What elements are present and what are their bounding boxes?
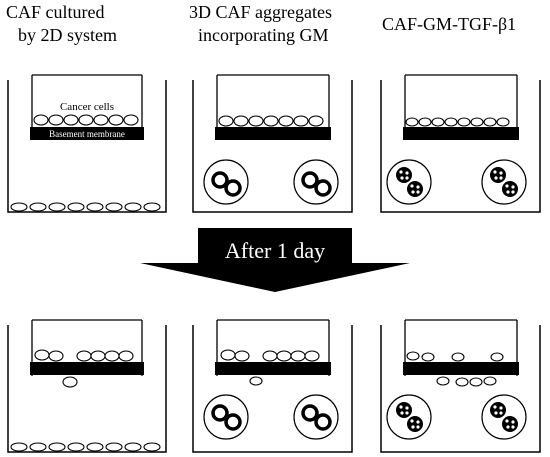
basement-membrane: [30, 362, 144, 375]
caf-monolayer: [10, 202, 161, 212]
basement-membrane: [30, 127, 144, 140]
outer-well: [7, 80, 167, 213]
outer-well: [192, 80, 353, 213]
cancer-cells: [405, 117, 510, 127]
outer-well: [380, 80, 541, 213]
caf-aggregate-left: [203, 159, 249, 205]
caf-gm-tgf-aggregate-left: [386, 394, 432, 440]
caf-gm-tgf-aggregate-right: [481, 159, 527, 205]
time-arrow: After 1 day: [140, 228, 410, 292]
well-top-tgf: [380, 74, 541, 213]
outer-well: [380, 325, 541, 453]
basement-membrane-label: Basement membrane: [49, 129, 125, 139]
caf-aggregate-right: [293, 159, 339, 205]
caf-aggregate-left: [203, 394, 249, 440]
caf-gm-tgf-aggregate-right: [481, 394, 527, 440]
basement-membrane: [215, 127, 331, 140]
cancer-cells: [33, 114, 139, 126]
cancer-cells-label: Cancer cells: [60, 101, 114, 113]
arrow-shape: [140, 228, 410, 292]
cancer-cells: [34, 349, 134, 388]
well-top-3d: [192, 74, 353, 213]
column-1-title-line2: by 2D system: [18, 25, 117, 45]
basement-membrane: [403, 362, 519, 375]
column-2-title-line1: 3D CAF aggregates: [189, 2, 332, 22]
column-3-title: CAF-GM-TGF-β1: [382, 14, 516, 34]
well-bottom-3d: [192, 319, 353, 453]
well-bottom-2d: [7, 319, 167, 453]
caf-gm-tgf-aggregate-left: [386, 159, 432, 205]
cancer-cells: [406, 351, 504, 387]
arrow-label: After 1 day: [225, 238, 325, 263]
column-2-title-line2: incorporating GM: [198, 25, 328, 45]
well-top-2d: Basement membrane Cancer cells: [7, 74, 167, 213]
caf-aggregate-right: [293, 394, 339, 440]
outer-well: [7, 325, 167, 453]
basement-membrane: [215, 362, 331, 375]
caf-monolayer: [10, 442, 161, 452]
cancer-cells: [218, 115, 324, 127]
column-1-title-line1: CAF cultured: [6, 2, 105, 22]
basement-membrane: [403, 127, 519, 140]
cancer-cells: [220, 349, 320, 386]
outer-well: [192, 325, 353, 453]
well-bottom-tgf: [380, 319, 541, 453]
